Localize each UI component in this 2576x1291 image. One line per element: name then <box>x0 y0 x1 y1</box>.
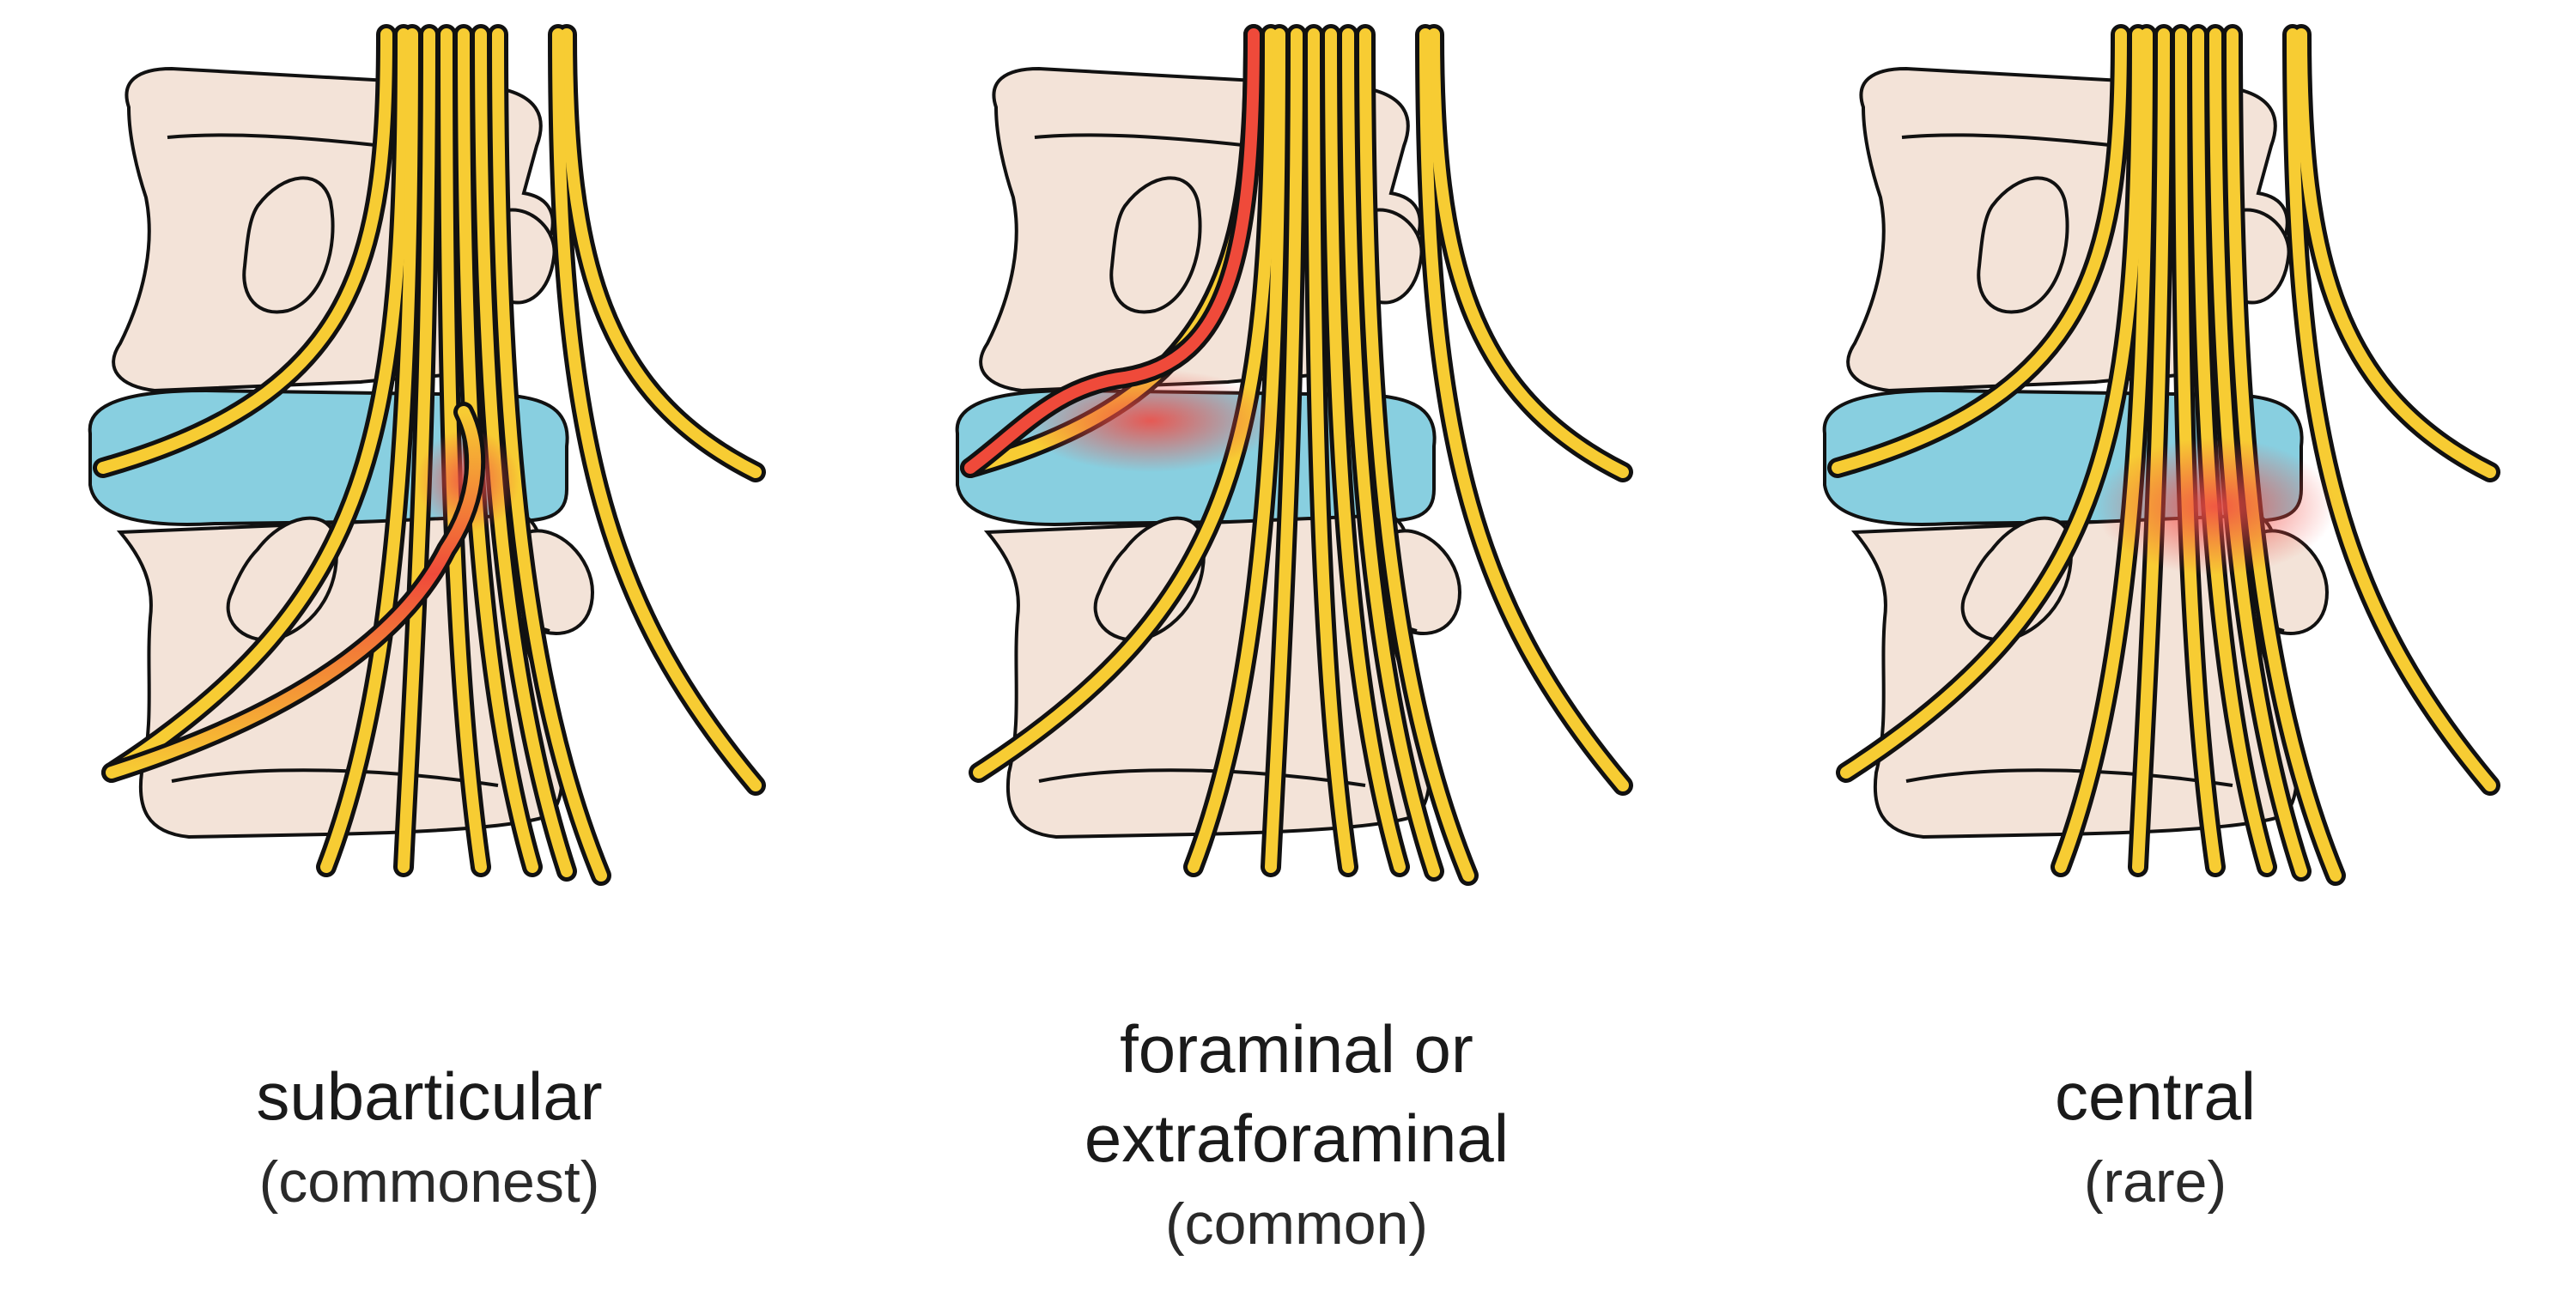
caption-subtitle: (rare) <box>2083 1149 2227 1215</box>
panel-subarticular <box>88 34 756 876</box>
panel-foraminal <box>955 24 1623 876</box>
caption-subarticular: subarticular (commonest) <box>43 1052 816 1223</box>
caption-subtitle: (common) <box>1164 1191 1429 1257</box>
caption-central: central (rare) <box>1769 1052 2542 1223</box>
caption-title: central <box>2054 1058 2257 1134</box>
caption-subtitle: (commonest) <box>258 1149 600 1215</box>
caption-title: subarticular <box>256 1058 603 1134</box>
caption-title-line1: foraminal or <box>1120 1011 1473 1087</box>
caption-foraminal: foraminal or extraforaminal (common) <box>910 1004 1683 1265</box>
compression-highlight <box>2095 438 2336 575</box>
caption-title-line2: extraforaminal <box>1084 1100 1510 1176</box>
panel-central <box>1822 34 2490 876</box>
compression-highlight <box>1022 369 1279 472</box>
